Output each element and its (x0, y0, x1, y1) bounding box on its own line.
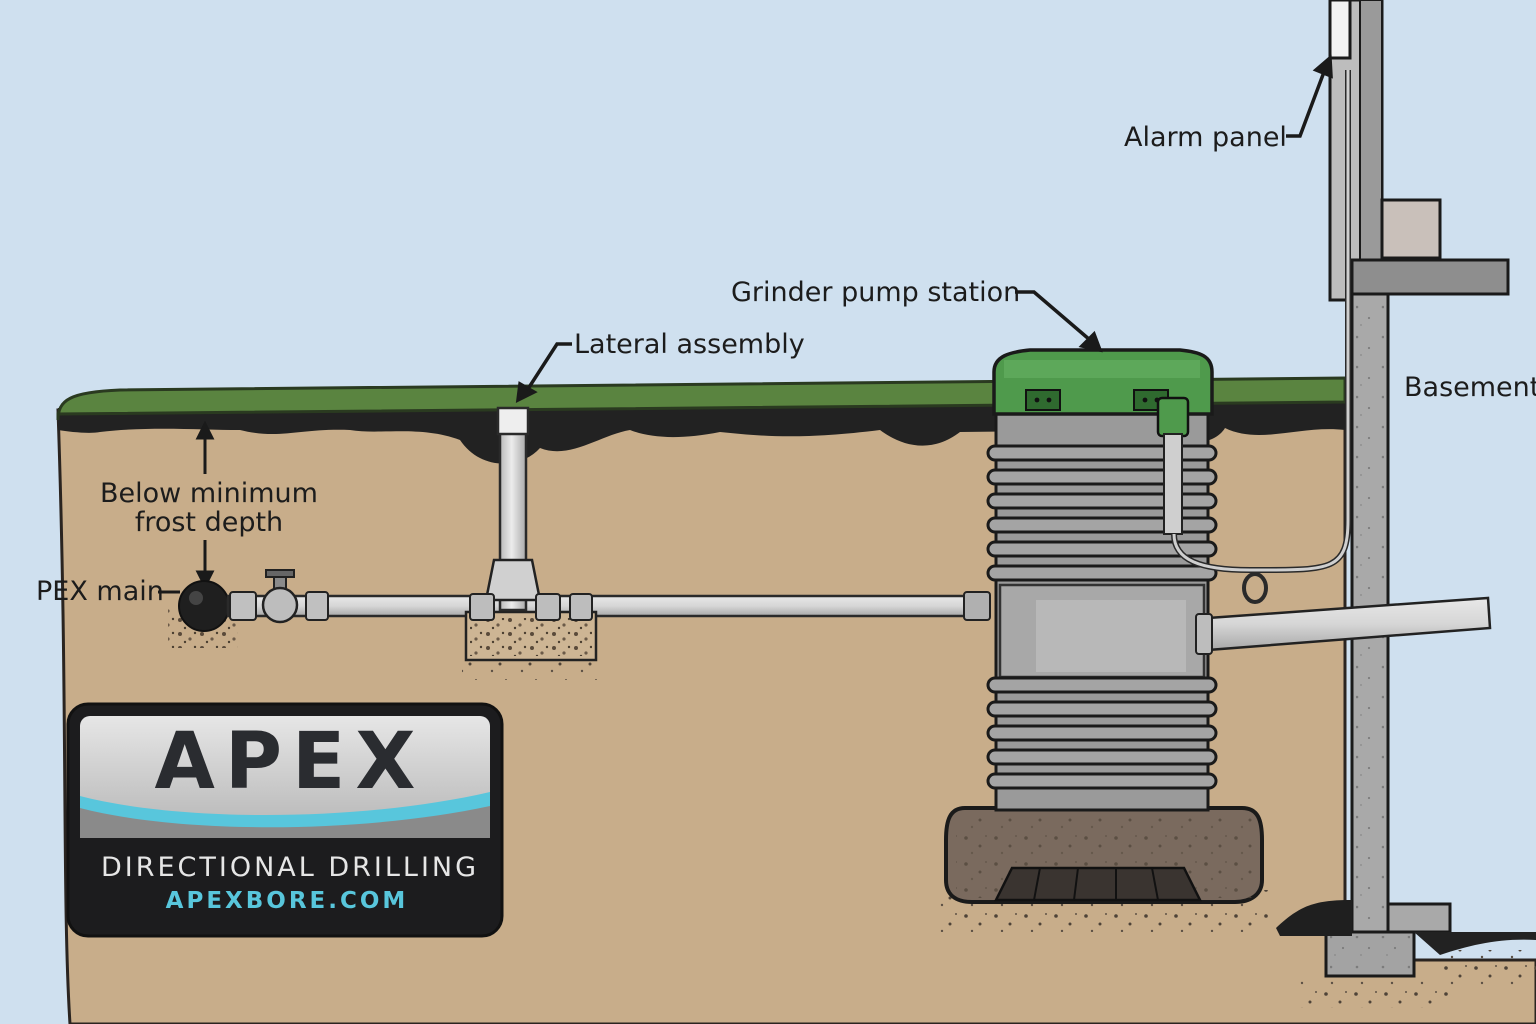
pump-lid (992, 348, 1214, 535)
frost-depth-arrow (195, 420, 215, 590)
frost-depth-label-line2: frost depth (135, 507, 283, 538)
logo-website: APEXBORE.COM (166, 888, 409, 914)
tank-rib (986, 748, 1218, 766)
frost-depth-label-line1: Below minimum (100, 478, 318, 509)
tank-rib (986, 468, 1218, 486)
curb-stop-valve (261, 569, 299, 624)
footing-shadow (1276, 900, 1352, 936)
grinder-pump-station-leader (1015, 290, 1103, 353)
pex-main-pipe (178, 580, 230, 632)
tank-rib (986, 492, 1218, 510)
pex-main-highlight (189, 591, 203, 605)
lateral-cleanout-cap (496, 406, 530, 436)
tank-rib (986, 540, 1218, 558)
tank-rib (986, 700, 1218, 718)
alarm-panel (1328, 0, 1352, 60)
alarm-panel-label: Alarm panel (1124, 122, 1287, 153)
pex-main-label: PEX main (36, 576, 164, 607)
pipe-coupling (569, 593, 593, 621)
basement-label: Basement (1404, 372, 1536, 403)
alarm-cable-core (1172, 70, 1350, 572)
pipe-coupling (229, 591, 257, 621)
basement-floor-gravel (1440, 950, 1536, 990)
pipe-coupling (305, 591, 329, 621)
pipe-coupling (469, 593, 495, 621)
lateral-wye-fitting (484, 558, 542, 602)
apex-logo: APEX DIRECTIONAL DRILLING APEXBORE.COM (66, 702, 504, 938)
basement-floor-edge (1414, 932, 1536, 955)
tank-rib (986, 444, 1218, 462)
lateral-gravel (470, 618, 592, 656)
tank-rib (986, 772, 1218, 790)
logo-tagline: DIRECTIONAL DRILLING (101, 852, 479, 883)
cable-loop (1242, 572, 1268, 604)
pipe-coupling (535, 593, 561, 621)
tank-rib (986, 516, 1218, 534)
grinder-pump-station-label: Grinder pump station (731, 277, 1020, 308)
pipe-coupling (1195, 613, 1213, 655)
service-line-pipe (226, 594, 970, 618)
pipe-coupling (963, 591, 991, 621)
tank-rib (986, 564, 1218, 582)
tank-corrugations (986, 444, 1218, 790)
logo-name: APEX (155, 717, 426, 807)
lateral-assembly-leader (515, 342, 572, 404)
tank-rib (986, 676, 1218, 694)
lateral-gravel-spill (462, 660, 602, 680)
alarm-panel-leader (1286, 54, 1333, 138)
lateral-assembly-label: Lateral assembly (574, 329, 805, 360)
tank-rib (986, 724, 1218, 742)
